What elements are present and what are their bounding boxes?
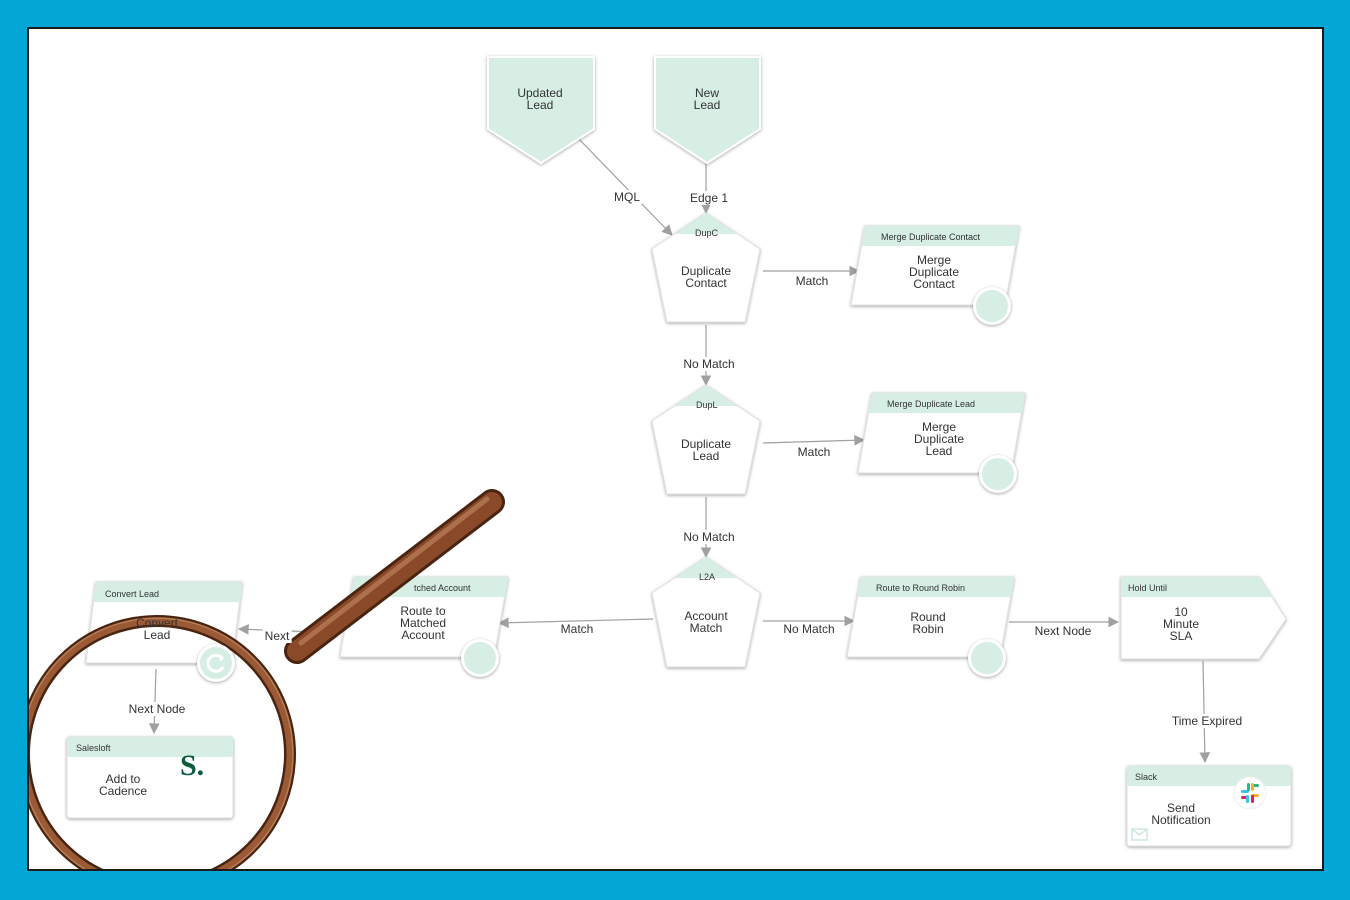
convert-icon [197,644,235,682]
slack-logo-icon [1233,776,1267,810]
edge-convert-next[interactable] [148,668,160,735]
salesloft-logo: S. [180,749,205,782]
decision-dupc-label: Duplicate Contact [680,264,732,290]
edge-label-dupc-nomatch: No Match [681,357,737,371]
edge-label-time-expired: Time Expired [1169,714,1245,728]
edge-label-l2a-match: Match [558,622,596,636]
envelope-icon [1131,828,1148,841]
edge-label-mql: MQL [611,190,643,204]
workflow-canvas: Updated Lead New Lead DupC Duplicate Con… [27,27,1324,871]
group-icon [968,639,1006,677]
convert-lead-header: Convert Lead [105,589,160,599]
edge-label-dupl-nomatch: No Match [681,530,737,544]
round-robin-label: Round Robin [910,610,946,636]
merge-contact-icon [973,287,1011,325]
slack-label: Send Notification [1151,801,1211,827]
edge-label-convert-next: Next Node [126,702,188,716]
edges-layer [29,56,1292,869]
decision-dupl-label: Duplicate Lead [680,437,732,463]
edge-label-l2a-nomatch: No Match [781,622,837,636]
magnifier-lens-ring [29,615,296,869]
hold-until-label: 10 Minute SLA [1162,605,1200,643]
decision-l2a-tag: L2A [699,572,716,582]
edge-label-dupl-match: Match [795,445,833,459]
trigger-new-lead-node[interactable] [654,56,761,165]
edge-label-next-partial: Next [262,629,292,643]
salesloft-label: Add to Cadence [98,772,148,798]
edge-l2a-match[interactable] [497,617,654,629]
decision-dupl-node[interactable] [651,384,761,495]
merge-lead-icon [979,455,1017,493]
edge-dupl-match[interactable] [762,434,866,446]
edge-label-rr-next: Next Node [1032,624,1094,638]
trigger-updated-lead-node[interactable] [487,56,595,165]
matched-account-header: tched Account [414,583,471,593]
edge-label-dupc-match: Match [793,274,831,288]
salesloft-header: Salesloft [76,743,111,753]
trigger-updated-lead-label: Updated Lead [517,86,563,112]
magnifier-handle [284,489,505,664]
decision-dupc-node[interactable] [651,212,761,323]
slack-header: Slack [1135,772,1158,782]
convert-lead-label: Convert Lead [135,616,179,642]
action-merge-lead-node[interactable] [857,392,1026,474]
account-user-icon [461,639,499,677]
decision-dupl-tag: DupL [696,400,718,410]
edge-mql[interactable] [576,136,673,236]
merge-contact-header: Merge Duplicate Contact [881,232,981,242]
matched-account-label: Route to Matched Account [399,604,447,642]
action-hold-until-node[interactable] [1120,576,1287,660]
merge-lead-label: Merge Duplicate Lead [913,420,965,458]
edge-label-edge1: Edge 1 [687,191,731,205]
action-salesloft-node[interactable] [66,736,234,819]
decision-l2a-node[interactable] [651,556,761,668]
trigger-new-lead-label: New Lead [693,86,721,112]
merge-contact-label: Merge Duplicate Contact [908,253,960,291]
edge-time-expired[interactable] [1199,660,1211,764]
decision-l2a-label: Account Match [684,609,728,635]
merge-lead-header: Merge Duplicate Lead [887,399,976,409]
action-round-robin-node[interactable] [846,576,1015,658]
decision-dupc-tag: DupC [695,228,719,238]
hold-until-header: Hold Until [1128,583,1168,593]
round-robin-header: Route to Round Robin [876,583,966,593]
